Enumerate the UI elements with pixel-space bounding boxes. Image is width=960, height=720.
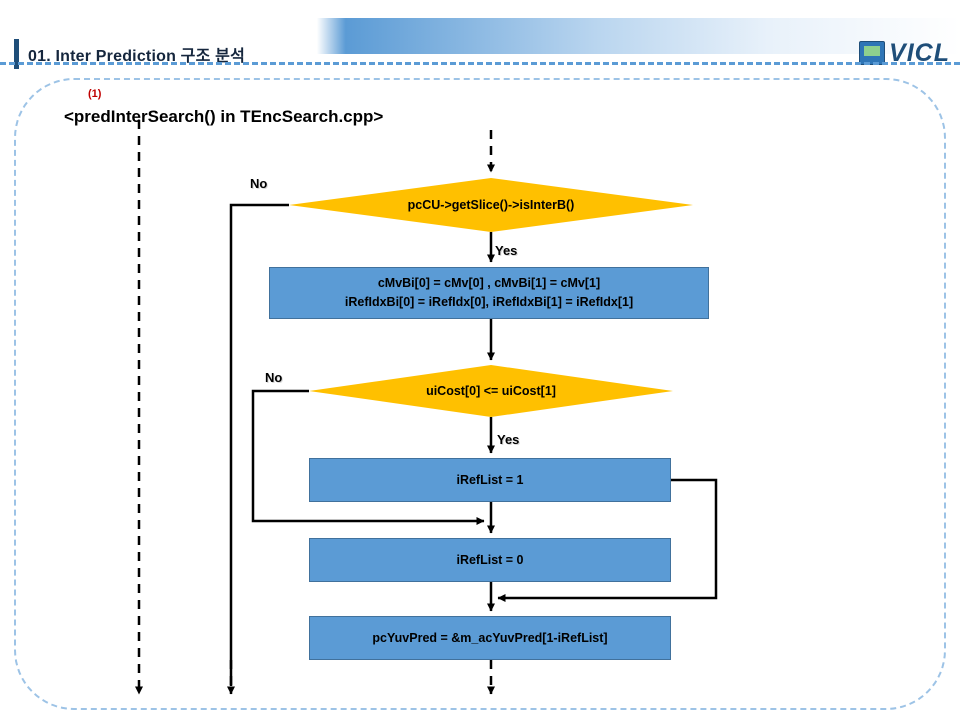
process-ireflist-0: iRefList = 0 bbox=[309, 538, 671, 582]
process-assign-bi: cMvBi[0] = cMv[0] , cMvBi[1] = cMv[1] iR… bbox=[269, 267, 709, 319]
vicl-logo: VICL bbox=[820, 37, 950, 69]
slide-header: 01. Inter Prediction 구조 분석 VICL bbox=[0, 18, 960, 69]
decision-isinterb: pcCU->getSlice()->isInterB() bbox=[289, 178, 693, 232]
edge-label-no-1: No bbox=[250, 176, 268, 191]
process-ireflist-1: iRefList = 1 bbox=[309, 458, 671, 502]
header-accent-bar bbox=[14, 39, 19, 69]
header-divider bbox=[0, 62, 960, 65]
process-assign-bi-line2: iRefIdxBi[0] = iRefIdx[0], iRefIdxBi[1] … bbox=[344, 295, 634, 309]
decision-isinterb-label: pcCU->getSlice()->isInterB() bbox=[407, 198, 575, 212]
code-reference-title: <predInterSearch() in TEncSearch.cpp> bbox=[64, 107, 384, 126]
header-gradient-band bbox=[0, 18, 960, 54]
process-assign-bi-line1: cMvBi[0] = cMv[0] , cMvBi[1] = cMv[1] bbox=[377, 276, 601, 291]
diagram-frame bbox=[14, 78, 946, 710]
edge-label-yes-2: Yes bbox=[497, 432, 520, 447]
edge-label-yes-1: Yes bbox=[495, 243, 518, 258]
page-title: 01. Inter Prediction 구조 분석 bbox=[28, 48, 246, 65]
logo-text: VICL bbox=[889, 38, 950, 67]
edge-label-no-2: No bbox=[265, 370, 283, 385]
decision-uicost: uiCost[0] <= uiCost[1] bbox=[309, 365, 673, 417]
process-pcyuvpred: pcYuvPred = &m_acYuvPred[1-iRefList] bbox=[309, 616, 671, 660]
step-number-label: (1) bbox=[88, 88, 102, 100]
decision-uicost-label: uiCost[0] <= uiCost[1] bbox=[426, 384, 556, 398]
